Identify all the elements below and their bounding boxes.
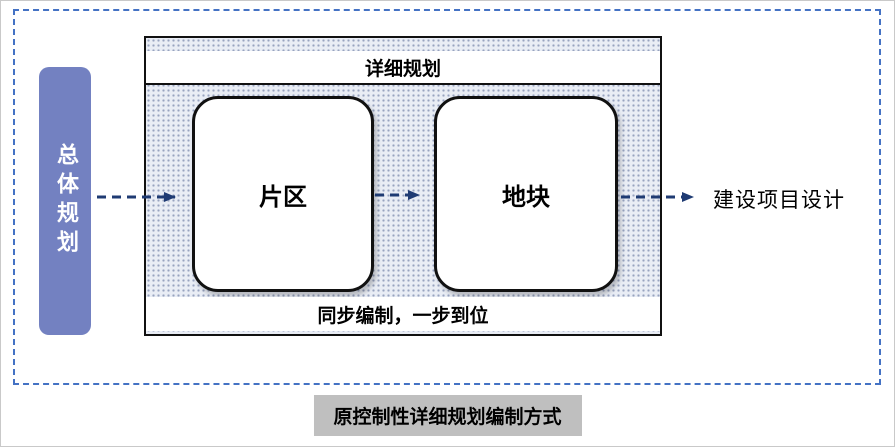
- detailed-planning-title-strip: 详细规划: [146, 51, 660, 85]
- plot-node: 地块: [434, 96, 618, 292]
- district-node-label: 片区: [259, 182, 307, 211]
- outer-dashed-frame: [13, 9, 881, 385]
- district-node: 片区: [192, 96, 374, 292]
- overall-planning-label: 总体规划: [53, 143, 78, 259]
- project-design-label: 建设项目设计: [713, 188, 845, 212]
- overall-planning-box: 总体规划: [39, 67, 91, 335]
- sync-note-strip: 同步编制，一步到位: [146, 297, 660, 331]
- detailed-planning-container: 详细规划 片区 地块 同步编制，一步到位: [144, 36, 662, 336]
- detailed-planning-title: 详细规划: [364, 57, 441, 80]
- sync-note-label: 同步编制，一步到位: [317, 304, 489, 327]
- diagram-caption: 原控制性详细规划编制方式: [313, 395, 582, 436]
- plot-node-label: 地块: [502, 182, 550, 211]
